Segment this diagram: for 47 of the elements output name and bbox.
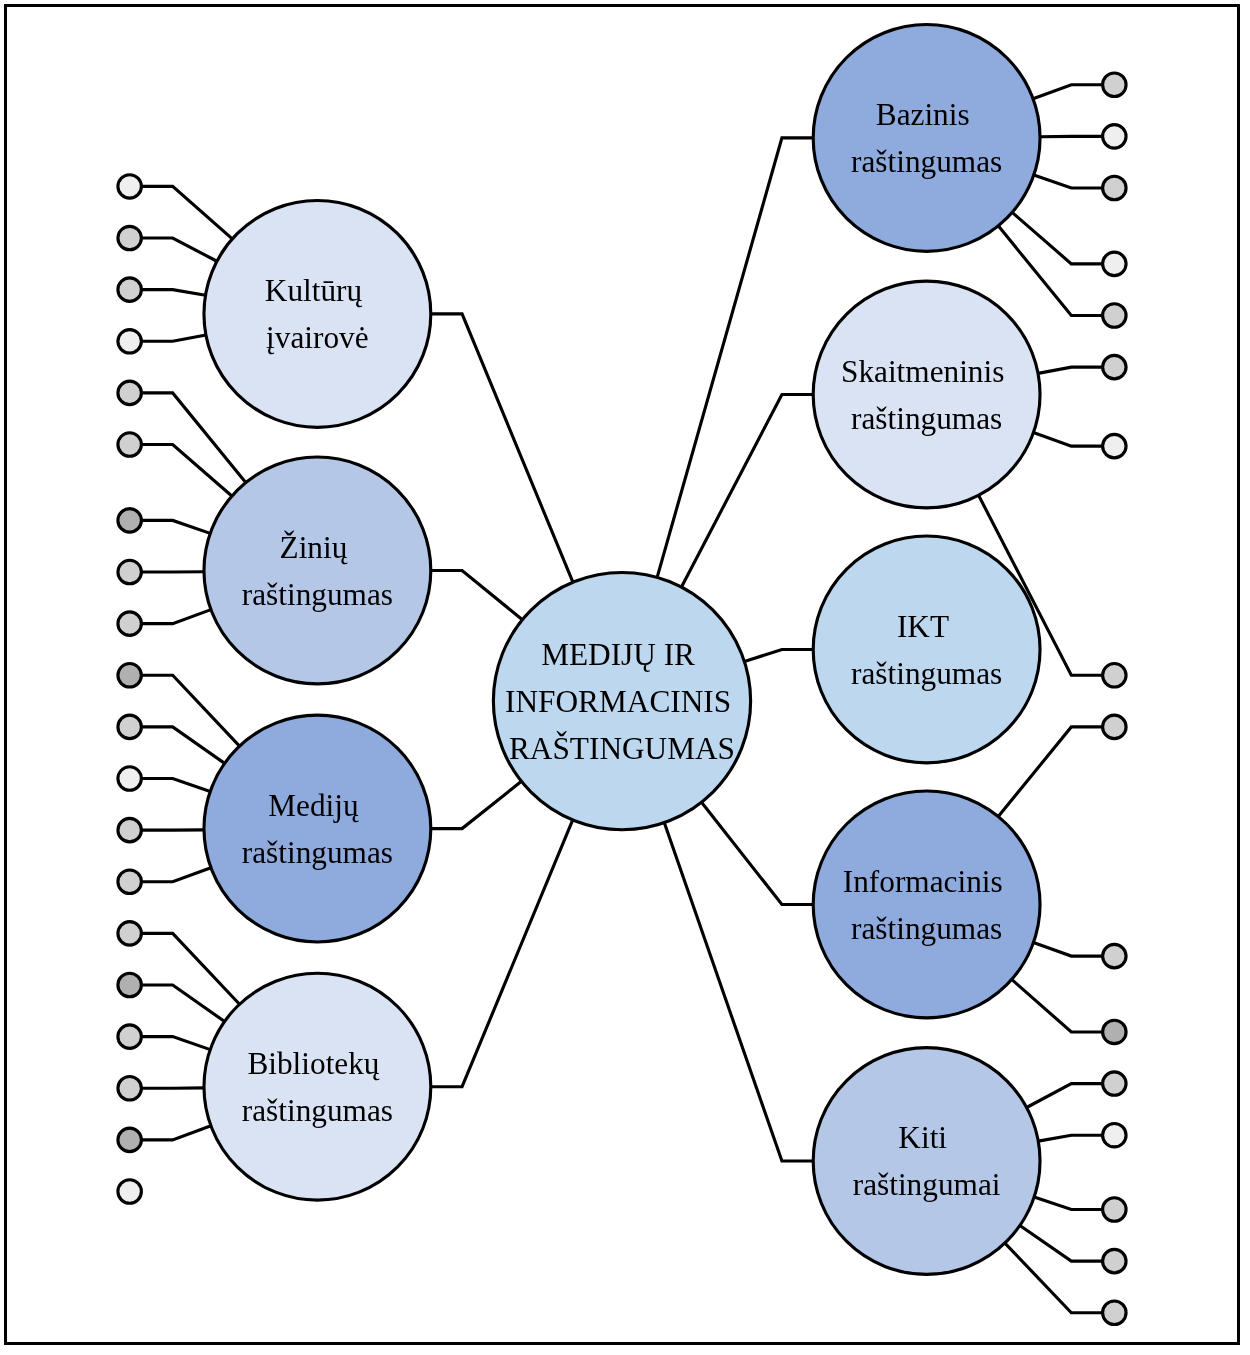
node-circle <box>811 22 1042 253</box>
node-circle <box>811 1046 1042 1276</box>
node-circle <box>1101 71 1128 99</box>
node-circle <box>1101 123 1128 150</box>
node-circle <box>116 1126 143 1154</box>
node-circle <box>116 610 143 637</box>
node-circle <box>202 713 433 944</box>
node-circle <box>1101 250 1128 278</box>
node-circle <box>116 1023 143 1050</box>
node-circle <box>116 1178 143 1205</box>
node-circle <box>202 971 433 1202</box>
node-circle <box>116 868 143 896</box>
node-circle <box>116 276 143 303</box>
node-circle <box>116 971 143 999</box>
node-circle <box>116 816 143 844</box>
diagram: MEDIJŲ IR INFORMACINIS RAŠTINGUMAS Kultūrų įvairovė Žinių raštingumas Medijų raštingumas Bibliotekų raštingumas Bazinis raštingumas Skaitmeninis raštingumas IKT raštingumas Informacinis raštingumas Kiti raštingumai <box>12 12 1232 1337</box>
node-circle <box>811 279 1042 510</box>
node-circle <box>811 789 1042 1020</box>
node-circle <box>202 198 433 429</box>
node-circle <box>116 507 143 534</box>
node-circle <box>1101 1121 1128 1149</box>
node-circle <box>1101 1299 1128 1327</box>
node-circle <box>1101 713 1128 741</box>
node-circle <box>811 534 1042 765</box>
node-circle <box>1101 1070 1128 1097</box>
node-circle <box>1101 174 1128 202</box>
node-circle <box>491 570 753 832</box>
node-circle <box>116 379 143 407</box>
node-circle <box>1101 302 1128 329</box>
node-circle <box>1101 662 1128 689</box>
node-circle <box>116 1074 143 1102</box>
node-circle <box>116 173 143 200</box>
node-circle <box>1101 1247 1128 1275</box>
node-circle <box>116 431 143 458</box>
node-circle <box>116 328 143 355</box>
node-circle <box>116 558 143 586</box>
node-circle <box>202 455 433 686</box>
node-circle <box>1101 353 1128 381</box>
node-circle <box>116 920 143 947</box>
node-circle <box>116 662 143 689</box>
node-circle <box>1101 1018 1128 1046</box>
node-circle <box>116 224 143 252</box>
node-circle <box>116 713 143 741</box>
node-circle <box>1101 432 1128 460</box>
node-circle <box>1101 1196 1128 1223</box>
node-circle <box>1101 942 1128 970</box>
node-circle <box>116 765 143 792</box>
